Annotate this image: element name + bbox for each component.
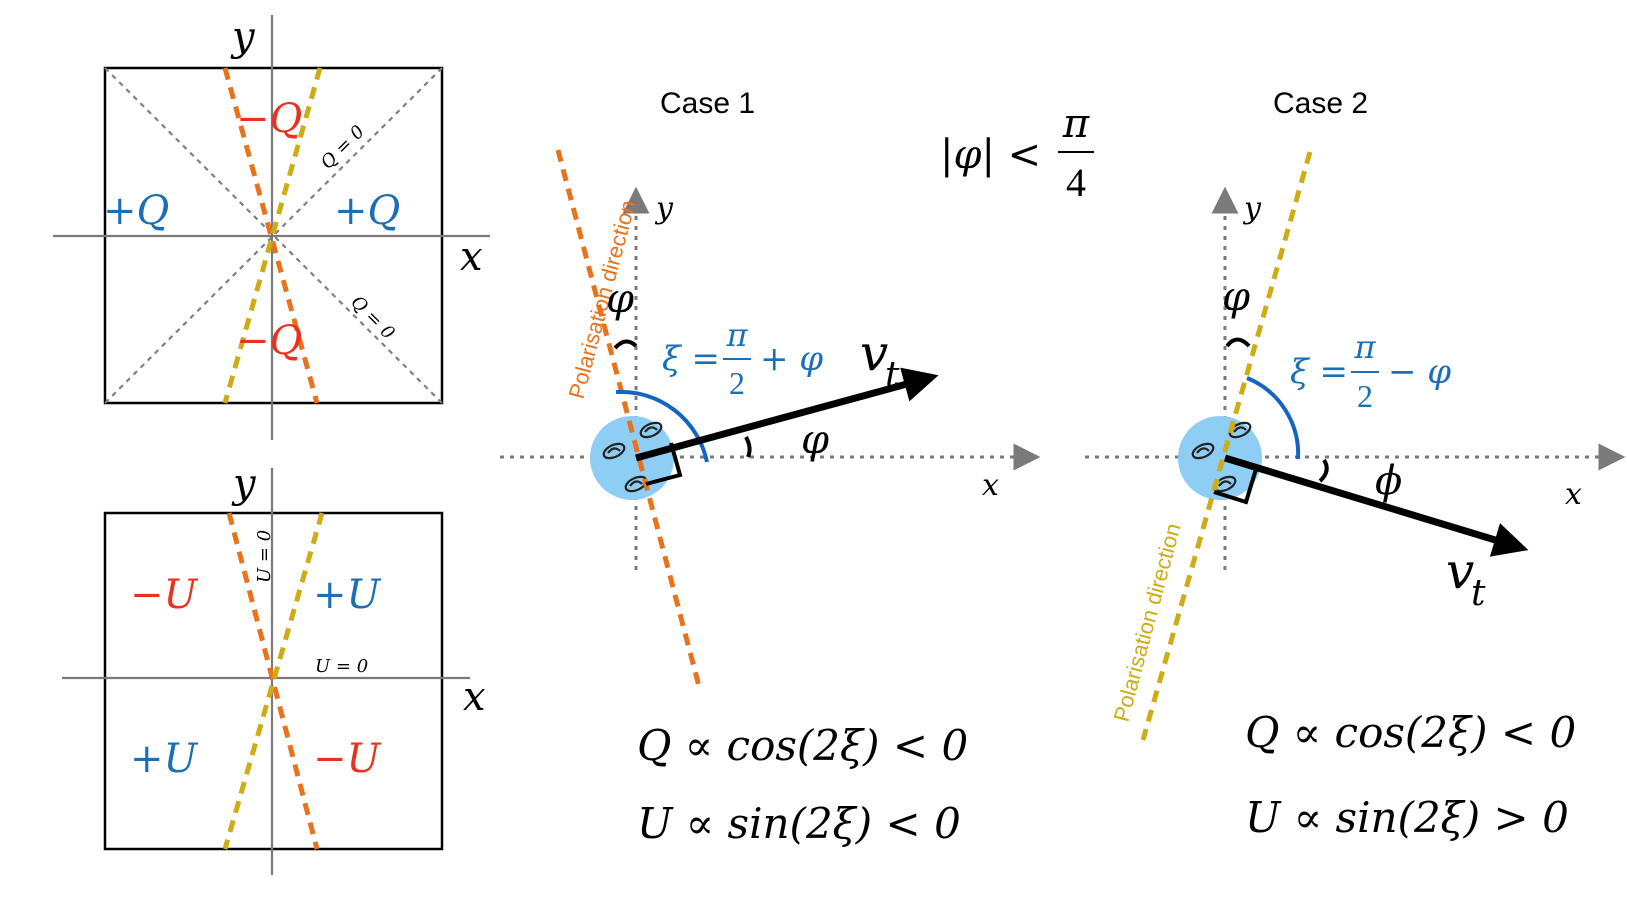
case1-right-angle: [645, 442, 683, 486]
u-zero-horizontal: U = 0: [315, 656, 368, 677]
case2-xi-arc: [1246, 376, 1301, 460]
plus-u-right: +U: [313, 572, 382, 618]
case1-phi-side: φ: [801, 417, 829, 463]
case1-xi-formula: ξ = π 2 + φ: [662, 316, 823, 401]
case2-galaxy-icons: [1191, 421, 1252, 493]
case2-velocity-arrow: [1223, 454, 1529, 557]
case1-phi-arc-side: [744, 436, 752, 458]
condition-denominator: 4: [1066, 160, 1086, 205]
case2-right-angle: [1213, 468, 1258, 505]
case1-galaxy-halo: [590, 416, 674, 500]
condition-numerator: π: [1062, 101, 1090, 147]
case1-velocity-label: v: [860, 324, 888, 382]
case1-polarisation-line: [555, 149, 703, 691]
case1-xi-arc: [615, 389, 709, 463]
u-panel-frame: [103, 511, 444, 851]
q-y-label: y: [230, 14, 256, 60]
condition-formula: |φ| < π 4: [940, 101, 1094, 205]
u-zero-vertical: U = 0: [254, 530, 275, 583]
q-zero-lower: Q = 0: [346, 292, 398, 344]
condition-lhs: |φ| <: [940, 132, 1041, 178]
u-orange-line: [226, 512, 320, 850]
case2-phi-top: φ: [1222, 274, 1250, 320]
case2-x-label: x: [1565, 477, 1582, 512]
u-panel: y x −U +U +U −U U = 0 U = 0: [62, 461, 486, 875]
case1-xi-lhs: ξ =: [662, 339, 720, 379]
case1-velocity-subscript: t: [885, 355, 900, 396]
case1-phi-top: φ: [606, 276, 634, 322]
plus-q-right: +Q: [334, 188, 400, 234]
case2-polarisation-line: [1140, 151, 1313, 741]
case2-panel: Case 2 x y Polarisation direction v t φ: [1085, 87, 1626, 842]
u-x-label: x: [463, 674, 486, 720]
q-gold-line: [222, 67, 323, 404]
case1-xi-den: 2: [729, 365, 745, 401]
case2-velocity-subscript: t: [1471, 573, 1486, 614]
case1-y-label: y: [654, 191, 674, 226]
u-gold-line: [222, 512, 325, 850]
case1-velocity-arrow: [635, 367, 939, 462]
case2-phi-arc-side: [1318, 458, 1329, 483]
case1-x-label: x: [982, 468, 999, 503]
q-x-label: x: [460, 234, 483, 280]
case2-velocity-label: v: [1446, 542, 1474, 600]
case2-phi-side: ϕ: [1375, 458, 1402, 504]
case2-q-formula: Q ∝ cos(2ξ) < 0: [1245, 708, 1576, 757]
case2-xi-formula: ξ = π 2 − φ: [1290, 328, 1451, 414]
case1-galaxy-icons: [602, 421, 663, 493]
case1-q-formula: Q ∝ cos(2ξ) < 0: [637, 721, 968, 770]
q-orange-line: [222, 67, 320, 404]
case1-u-formula: U ∝ sin(2ξ) < 0: [637, 799, 961, 848]
plus-u-left: +U: [130, 736, 199, 782]
case2-xi-lhs: ξ =: [1290, 352, 1348, 392]
case1-xi-num: π: [725, 316, 748, 354]
case2-xi-den: 2: [1357, 378, 1373, 414]
minus-q-top: −Q: [236, 96, 302, 142]
case1-phi-arc-top: [613, 339, 638, 350]
case1-xi-rhs: + φ: [760, 339, 823, 379]
minus-u-right: −U: [313, 736, 382, 782]
minus-q-bottom: −Q: [236, 318, 302, 364]
u-y-label: y: [231, 461, 257, 507]
minus-u-left: −U: [130, 572, 199, 618]
case2-u-formula: U ∝ sin(2ξ) > 0: [1245, 793, 1569, 842]
plus-q-left: +Q: [103, 188, 169, 234]
case2-y-label: y: [1242, 191, 1262, 226]
case1-title: Case 1: [660, 87, 755, 120]
case2-phi-arc-top: [1225, 337, 1251, 348]
case2-xi-rhs: − φ: [1388, 352, 1451, 392]
case2-title: Case 2: [1273, 87, 1368, 120]
q-panel: y x −Q −Q +Q +Q Q = 0 Q = 0: [53, 14, 490, 440]
case1-panel: Case 1 x y Polarisation direction v t φ: [500, 87, 1041, 848]
case2-xi-num: π: [1353, 328, 1376, 366]
